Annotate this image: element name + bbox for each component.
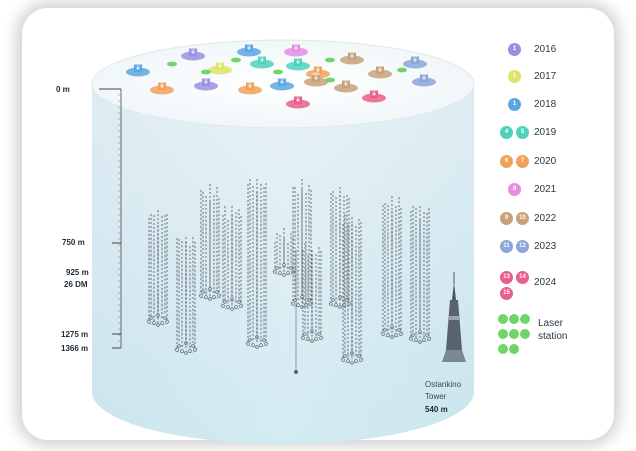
surface-cluster-marker	[250, 54, 274, 69]
laser-station-marker	[325, 57, 335, 63]
legend-row-2016: 1 2016	[498, 43, 608, 73]
detector-cluster	[290, 179, 314, 309]
laser-station-marker	[397, 67, 407, 73]
legend-swatch: 13	[500, 271, 513, 284]
laser-legend-swatch	[520, 314, 530, 324]
legend-swatch: 8	[508, 183, 521, 196]
legend-swatch: 6	[500, 155, 513, 168]
legend-swatch: 1	[508, 43, 521, 56]
depth-ruler-ticks	[118, 94, 121, 342]
detector-cluster	[380, 196, 404, 339]
legend-year-label: 2016	[534, 44, 557, 55]
legend-swatch: 1	[508, 70, 521, 83]
depth-label-26dm: 26 DM	[64, 280, 88, 289]
laser-legend-label-line2: station	[538, 331, 568, 342]
depth-label-1366: 1366 m	[61, 344, 89, 353]
surface-cluster-marker	[181, 46, 205, 61]
legend-year-label: 2024	[534, 277, 557, 288]
detector-strings	[146, 179, 432, 374]
legend-swatch: 15	[500, 287, 513, 300]
depth-label-750: 750 m	[62, 238, 85, 247]
legend-swatch: 7	[516, 155, 529, 168]
detector-cluster	[328, 187, 352, 309]
laser-legend-swatch	[509, 344, 519, 354]
laser-legend-swatch	[509, 329, 519, 339]
tower-name-line2: Tower	[425, 392, 447, 401]
laser-station-marker	[167, 61, 177, 67]
legend-year-label: 2017	[534, 71, 557, 82]
surface-cluster-marker	[286, 94, 310, 109]
laser-legend-label-line1: Laser	[538, 318, 564, 329]
tower-height: 540 m	[425, 405, 448, 414]
legend-row-2018: 1 2018	[498, 98, 608, 128]
legend-year-label: 2022	[534, 213, 557, 224]
surface-cluster-marker	[150, 80, 174, 95]
surface-cluster-marker	[270, 76, 294, 91]
surface-cluster-marker	[238, 80, 262, 95]
tower-name-line1: Ostankino	[425, 380, 462, 389]
detector-cluster	[198, 184, 222, 301]
legend-swatch: 12	[516, 240, 529, 253]
laser-station-marker	[231, 57, 241, 63]
detector-cluster	[300, 243, 324, 343]
surface-cluster-marker	[304, 72, 328, 87]
laser-legend-swatch	[509, 314, 519, 324]
legend-swatch: 10	[516, 212, 529, 225]
legend-swatch: 14	[516, 271, 529, 284]
surface-cluster-marker	[284, 42, 308, 57]
legend-swatch: 9	[500, 212, 513, 225]
legend-swatch: 11	[500, 240, 513, 253]
laser-legend-swatch	[520, 329, 530, 339]
surface-cluster-marker	[362, 88, 386, 103]
legend-swatch: 1	[508, 98, 521, 111]
surface-cluster-marker	[340, 50, 364, 65]
laser-station-marker	[325, 77, 335, 83]
legend-row-laser-station: Laser station	[498, 314, 608, 366]
laser-legend-swatch	[498, 314, 508, 324]
legend-year-label: 2018	[534, 99, 557, 110]
detector-cluster	[174, 237, 198, 355]
detector-cluster	[245, 179, 269, 349]
legend-swatch: 4	[500, 126, 513, 139]
laser-legend-swatch	[498, 329, 508, 339]
legend-row-2017: 1 2017	[498, 70, 608, 100]
detector-cluster	[146, 210, 170, 327]
surface-cluster-marker	[208, 60, 232, 75]
legend-year-label: 2021	[534, 184, 557, 195]
surface-cluster-marker	[403, 54, 427, 69]
depth-label-1275: 1275 m	[61, 330, 89, 339]
depth-label-surface: 0 m	[56, 85, 70, 94]
surface-cluster-marker	[126, 62, 150, 77]
depth-label-925: 925 m	[66, 268, 89, 277]
surface-cluster-marker	[412, 72, 436, 87]
surface-cluster-marker	[194, 76, 218, 91]
surface-cluster-marker	[286, 56, 310, 71]
surface-cluster-markers	[126, 42, 436, 109]
detector-cluster	[220, 206, 244, 311]
surface-cluster-marker	[334, 78, 358, 93]
surface-cluster-marker	[237, 42, 261, 57]
laser-station-marker	[273, 69, 283, 75]
legend-year-label: 2020	[534, 156, 557, 167]
legend-year-label: 2023	[534, 241, 557, 252]
legend-row-2021: 8 2021	[498, 183, 608, 213]
surface-cluster-marker	[368, 64, 392, 79]
legend-swatch: 5	[516, 126, 529, 139]
legend-year-label: 2019	[534, 127, 557, 138]
ostankino-tower	[442, 272, 466, 362]
detector-cluster	[340, 214, 364, 365]
detector-cluster	[272, 228, 296, 277]
laser-legend-swatch	[498, 344, 508, 354]
laser-station-marker	[201, 69, 211, 75]
detector-cluster	[408, 206, 432, 344]
